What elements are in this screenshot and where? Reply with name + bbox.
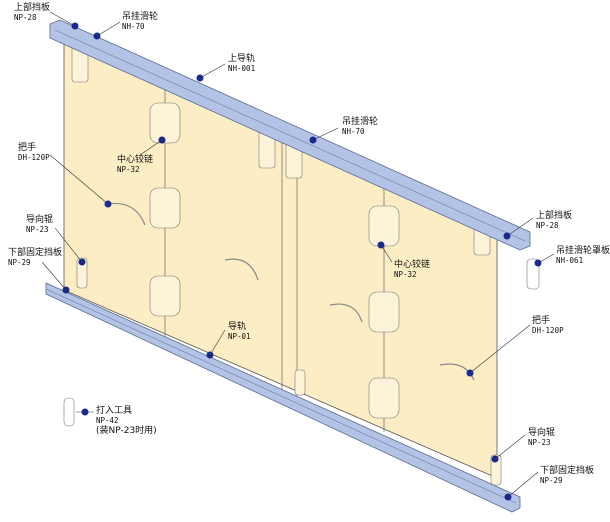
callout-name: 导向辊 xyxy=(528,428,556,438)
center-hinges xyxy=(149,102,400,419)
callout-name: 吊挂滑轮 xyxy=(342,117,379,127)
leader-lines xyxy=(41,11,555,498)
callout-name: 把手 xyxy=(18,143,37,153)
callout-name: 中心铰链 xyxy=(394,260,431,270)
callout-code: NP-29 xyxy=(540,476,563,485)
callout-code: NP-29 xyxy=(8,258,31,267)
guide-rollers xyxy=(76,257,502,486)
handles xyxy=(107,202,475,381)
callout-code: NH-061 xyxy=(556,256,584,265)
callout-code: NP-28 xyxy=(536,221,559,230)
callout-name: 导向辊 xyxy=(26,215,54,225)
callout-name: 导轨 xyxy=(228,322,247,332)
hanger-cover-plate xyxy=(526,258,540,290)
callout-code: NP-28 xyxy=(14,13,37,22)
callout-code: NP-23 xyxy=(26,225,49,234)
callout-note: (装NP-23时用) xyxy=(96,426,157,436)
callout-code: NP-01 xyxy=(228,332,251,341)
callout-code: NP-42 xyxy=(96,416,119,425)
callout-code: NH-70 xyxy=(122,22,145,31)
callout-code: NH-001 xyxy=(228,64,256,73)
top-rail xyxy=(49,19,531,251)
callout-code: NP-32 xyxy=(117,165,140,174)
callout-code: NH-70 xyxy=(342,127,365,136)
bottom-rail xyxy=(45,282,521,513)
callout-name: 吊挂滑轮罩板 xyxy=(556,246,610,256)
callout-name: 下部固定挡板 xyxy=(8,248,63,258)
callout-name: 上部挡板 xyxy=(536,211,573,221)
callout-code: NP-23 xyxy=(528,438,551,447)
callout-code: NP-32 xyxy=(394,270,417,279)
callout-name: 打入工具 xyxy=(96,406,133,416)
callout-name: 下部固定挡板 xyxy=(540,466,595,476)
callout-name: 吊挂滑轮 xyxy=(122,12,159,22)
callout-code: DH-120P xyxy=(18,153,50,162)
callout-name: 上部挡板 xyxy=(14,3,51,13)
callout-dots xyxy=(62,22,542,501)
callout-code: DH-120P xyxy=(532,326,564,335)
installation-tool xyxy=(63,397,75,427)
callout-name: 把手 xyxy=(532,316,551,326)
callout-name: 上导轨 xyxy=(228,54,256,64)
callout-name: 中心铰链 xyxy=(117,155,154,165)
